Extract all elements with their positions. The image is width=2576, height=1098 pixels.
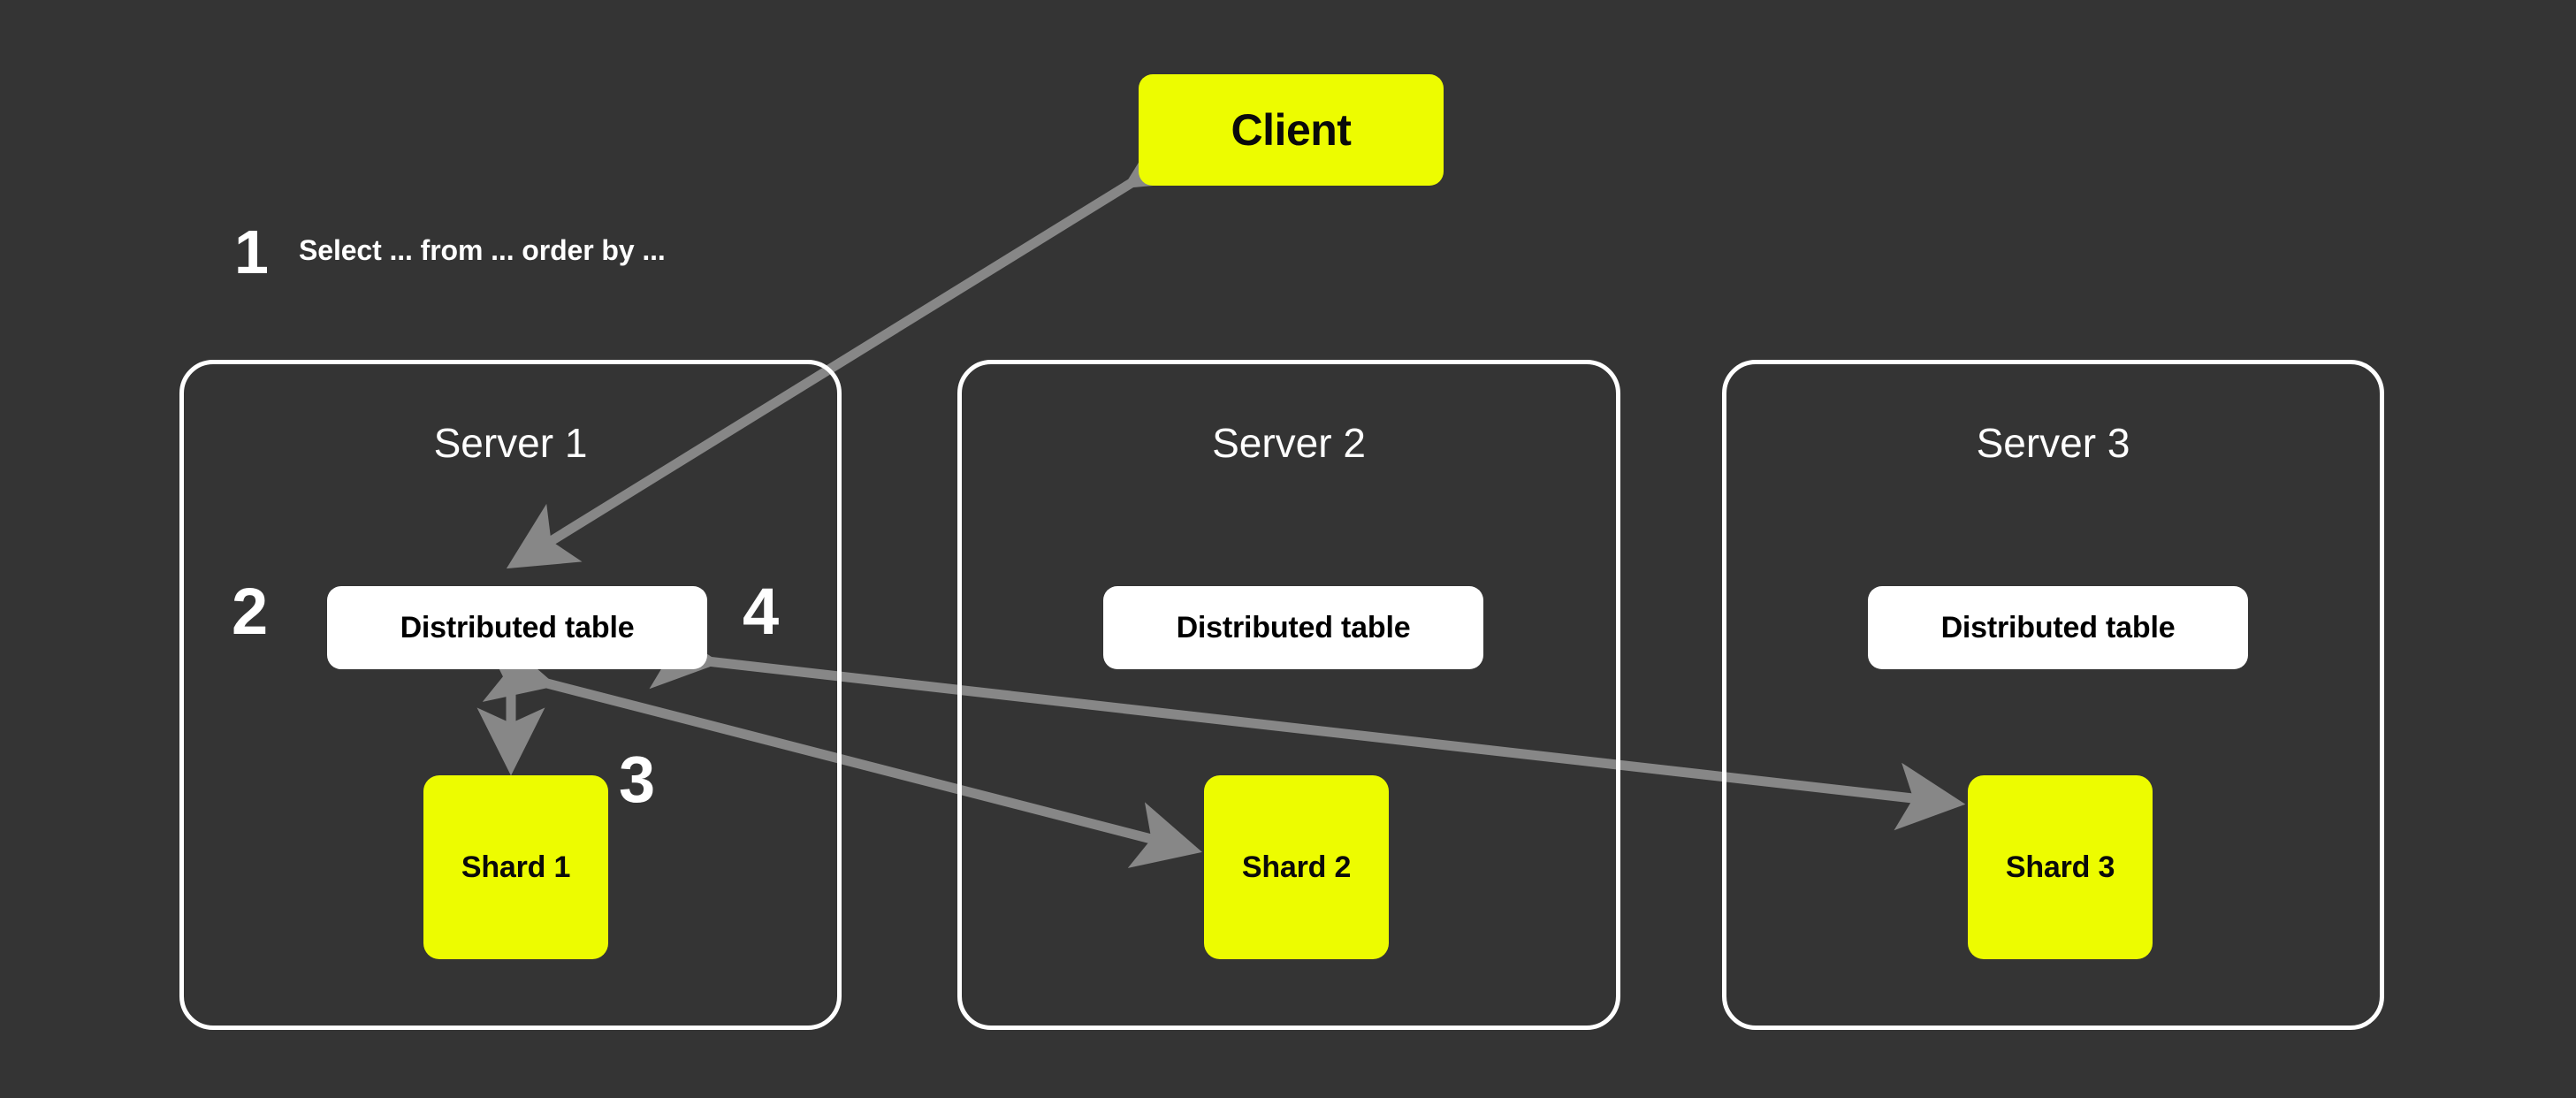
server-3-shard-label: Shard 3 <box>2005 850 2115 884</box>
server-1-distributed-table-label: Distributed table <box>400 610 635 644</box>
step-1-caption: Select ... from ... order by ... <box>299 234 666 266</box>
step-number-3: 3 <box>619 743 656 816</box>
server-1-shard[interactable]: Shard 1 <box>423 775 608 959</box>
server-1-title: Server 1 <box>433 420 588 466</box>
server-3-container: Server 3 Distributed table Shard 3 <box>1722 360 2384 1030</box>
server-1-shard-label: Shard 1 <box>461 850 571 884</box>
client-node[interactable]: Client <box>1139 74 1444 186</box>
step-number-1: 1 <box>234 217 269 286</box>
step-number-2: 2 <box>232 575 269 648</box>
server-2-container: Server 2 Distributed table Shard 2 <box>957 360 1620 1030</box>
step-number-4: 4 <box>743 575 780 648</box>
server-2-shard-label: Shard 2 <box>1241 850 1352 884</box>
server-2-title: Server 2 <box>1212 420 1366 466</box>
server-3-shard[interactable]: Shard 3 <box>1968 775 2153 959</box>
server-3-distributed-table[interactable]: Distributed table <box>1868 586 2248 669</box>
server-1-container: Server 1 Distributed table Shard 1 <box>179 360 842 1030</box>
server-3-distributed-table-label: Distributed table <box>1940 610 2176 644</box>
server-3-title: Server 3 <box>1976 420 2130 466</box>
server-2-distributed-table-label: Distributed table <box>1176 610 1411 644</box>
server-2-shard[interactable]: Shard 2 <box>1204 775 1389 959</box>
server-1-distributed-table[interactable]: Distributed table <box>327 586 707 669</box>
server-2-distributed-table[interactable]: Distributed table <box>1103 586 1483 669</box>
client-label: Client <box>1231 105 1352 155</box>
